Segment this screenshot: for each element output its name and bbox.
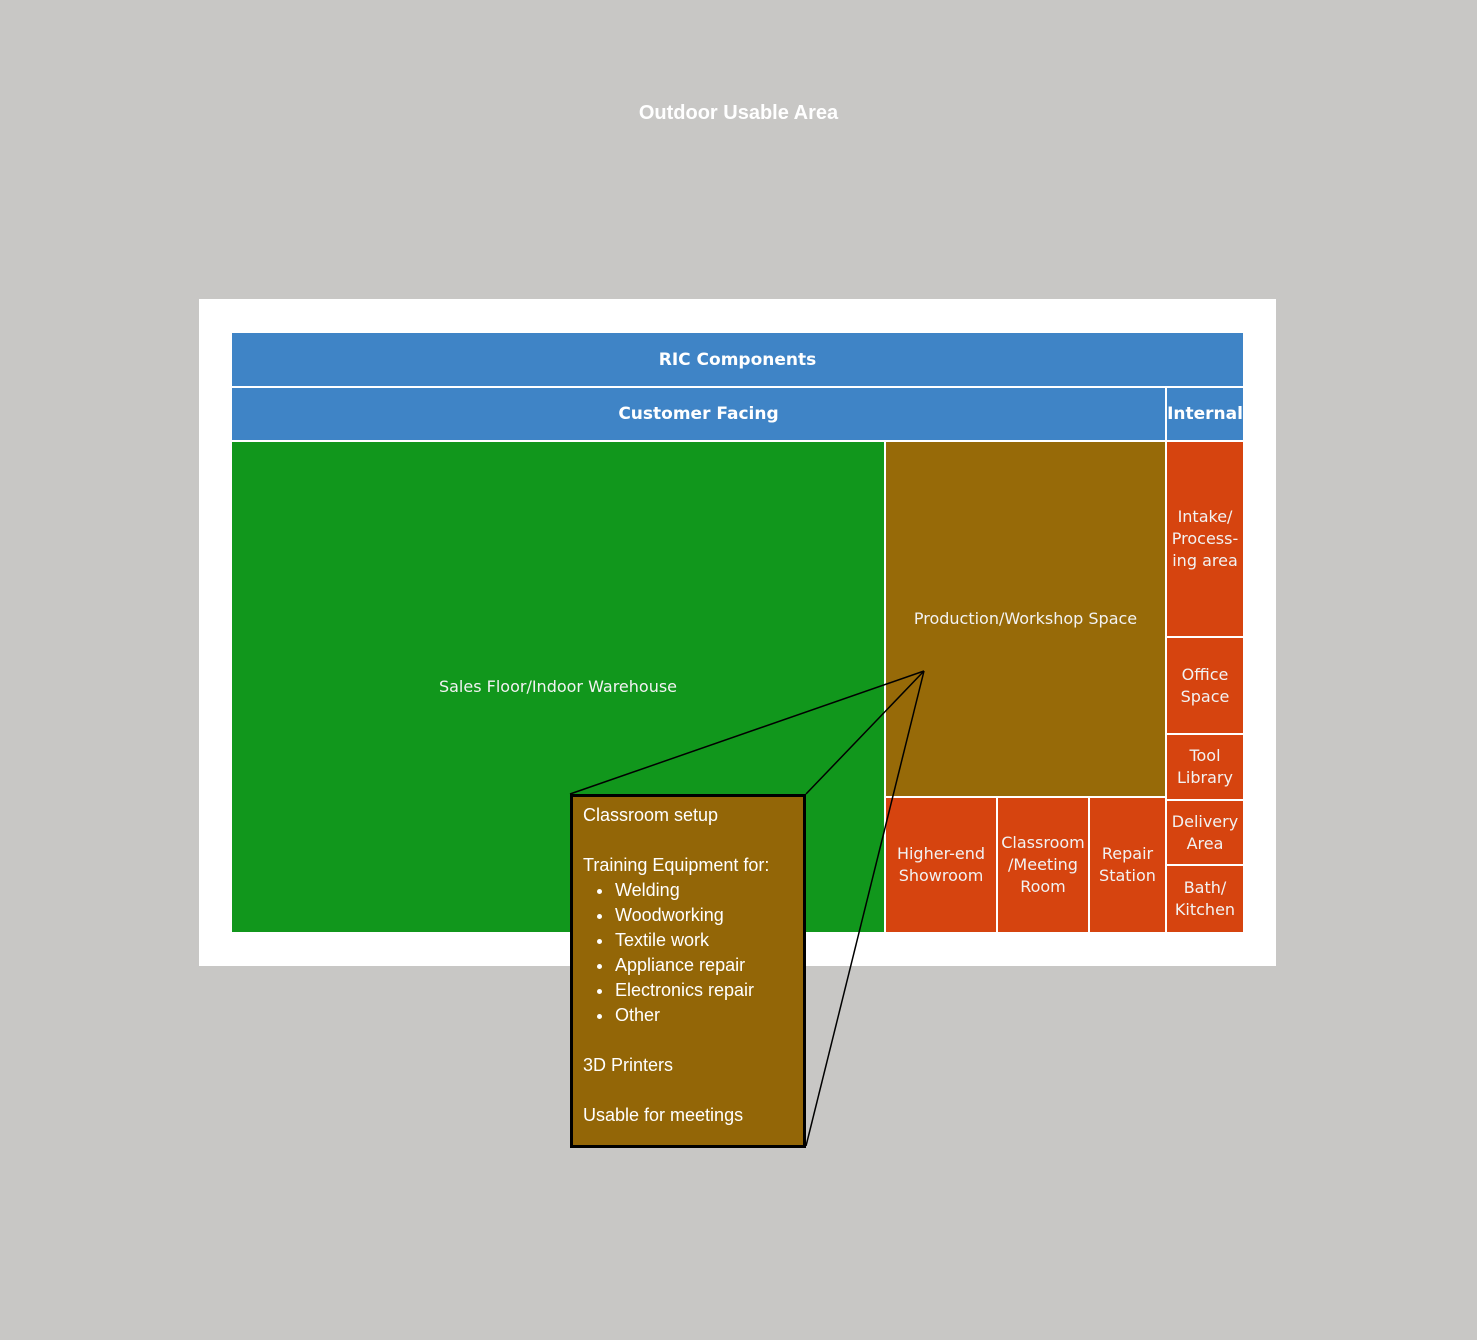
customer-facing-label: Customer Facing [618,404,779,424]
diagram-title: Outdoor Usable Area [638,102,839,124]
ric-components-label: RIC Components [658,349,817,370]
list-item: Textile work [597,928,803,953]
ric-components-header: RIC Components [232,333,1243,386]
intake-processing-label: Intake/ Process- ing area [1171,507,1239,570]
customer-facing-header: Customer Facing [232,388,1165,440]
office-space-area: Office Space [1167,638,1243,733]
showroom-area: Higher-end Showroom [886,798,996,932]
list-item: Woodworking [597,903,803,928]
office-space-label: Office Space [1180,664,1230,706]
delivery-label: Delivery Area [1171,811,1239,853]
showroom-label: Higher-end Showroom [896,844,986,885]
repair-station-label: Repair Station [1099,844,1156,885]
production-workshop-area: Production/Workshop Space [886,442,1165,796]
classroom-meeting-label: Classroom /Meeting Room [1001,833,1085,896]
list-item: Electronics repair [597,978,803,1003]
training-equipment-list: Welding Woodworking Textile work Applian… [583,878,803,1028]
production-workshop-label: Production/Workshop Space [913,609,1138,628]
repair-station-area: Repair Station [1090,798,1165,932]
list-item: Appliance repair [597,953,803,978]
callout-classroom-setup: Classroom setup [583,805,719,825]
list-item: Other [597,1003,803,1028]
classroom-meeting-area: Classroom /Meeting Room [998,798,1088,932]
production-callout: Classroom setup Training Equipment for: … [570,794,806,1148]
callout-meetings: Usable for meetings [583,1105,744,1125]
callout-training-heading: Training Equipment for: [583,855,770,875]
bath-kitchen-area: Bath/ Kitchen [1167,866,1243,932]
bath-kitchen-label: Bath/ Kitchen [1174,878,1236,919]
intake-processing-area: Intake/ Process- ing area [1167,442,1243,636]
tool-library-area: Tool Library [1167,735,1243,799]
sales-floor-label: Sales Floor/Indoor Warehouse [438,677,678,696]
callout-3d-printers: 3D Printers [583,1055,674,1075]
tool-library-label: Tool Library [1177,746,1233,787]
list-item: Welding [597,878,803,903]
internal-label: Internal [1167,404,1243,424]
internal-header: Internal [1167,388,1243,440]
delivery-area: Delivery Area [1167,801,1243,864]
